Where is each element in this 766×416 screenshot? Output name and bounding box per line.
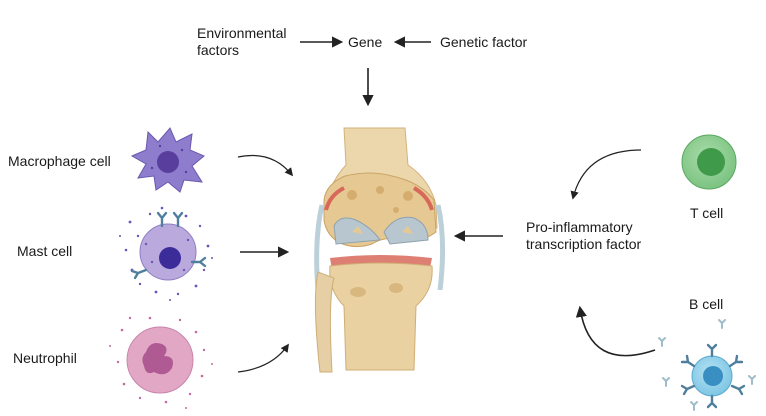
b-cell-illustration bbox=[658, 319, 756, 411]
pro-inflammatory-line2: transcription factor bbox=[526, 236, 642, 252]
mast-cell-illustration bbox=[119, 206, 213, 301]
arrow-neutrophil-to-joint bbox=[237, 343, 289, 373]
macrophage-cell-illustration bbox=[130, 127, 205, 193]
genetic-factor-label: Genetic factor bbox=[440, 34, 528, 50]
environmental-factors-label: Environmental factors bbox=[197, 25, 287, 59]
environmental-factors-line2: factors bbox=[197, 42, 240, 58]
pro-inflammatory-transcription-factor-label: Pro-inflammatory transcription factor bbox=[526, 219, 641, 253]
knee-joint-illustration bbox=[314, 127, 446, 373]
macrophage-cell-label: Macrophage cell bbox=[8, 153, 111, 169]
t-cell-label: T cell bbox=[690, 205, 724, 221]
neutrophil-illustration bbox=[109, 316, 213, 409]
environmental-factors-line1: Environmental bbox=[197, 25, 287, 41]
b-cell-label: B cell bbox=[689, 296, 724, 312]
arrow-bcell-to-transcription bbox=[575, 305, 656, 357]
pro-inflammatory-line1: Pro-inflammatory bbox=[526, 219, 633, 235]
arrow-tcell-to-transcription bbox=[570, 149, 642, 200]
t-cell-illustration bbox=[681, 134, 737, 190]
mast-cell-label: Mast cell bbox=[17, 243, 73, 259]
arrow-macrophage-to-joint bbox=[237, 154, 294, 177]
neutrophil-label: Neutrophil bbox=[13, 350, 77, 366]
gene-label: Gene bbox=[348, 34, 383, 50]
